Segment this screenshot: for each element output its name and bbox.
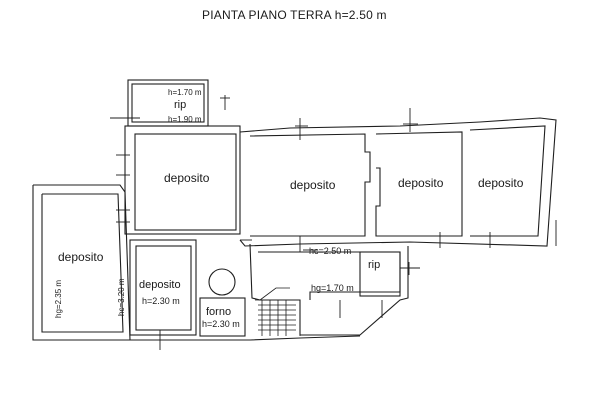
height-left-room: hg=2.35 m	[54, 279, 63, 318]
wall-central-block	[239, 117, 557, 247]
room-label-deposito-upper-left: deposito	[164, 171, 210, 185]
stairs	[255, 287, 301, 336]
height-corridor: hc=2.50 m	[309, 246, 352, 256]
room-label-forno: forno	[206, 306, 232, 318]
room-label-deposito-right-a: deposito	[398, 176, 444, 190]
wall-deposito-left	[32, 184, 131, 341]
height-rip-bottom: hg=1.70 m	[311, 283, 354, 293]
room-label-deposito-center: deposito	[139, 279, 181, 291]
wall-deposito-center	[129, 239, 197, 336]
height-center-room: h=2.30 m	[142, 296, 180, 306]
height-forno: h=2.30 m	[202, 319, 240, 329]
room-label-deposito-left: deposito	[58, 250, 104, 264]
forno-oven	[199, 268, 246, 337]
room-label-rip-lower: rip	[368, 259, 381, 271]
height-left-wall: hc=3.20 m	[117, 278, 126, 316]
plan-title: PIANTA PIANO TERRA h=2.50 m	[202, 8, 387, 22]
wall-bottom	[33, 335, 361, 341]
openings	[110, 95, 557, 350]
room-label-rip-top: rip	[174, 99, 187, 111]
height-rip-top-lower: h=1.90 m	[168, 115, 202, 124]
height-rip-top-upper: h=1.70 m	[168, 88, 202, 97]
room-label-deposito-central: deposito	[290, 178, 336, 192]
wall-deposito-upper-left	[124, 125, 241, 235]
room-label-deposito-right-b: deposito	[478, 176, 524, 190]
